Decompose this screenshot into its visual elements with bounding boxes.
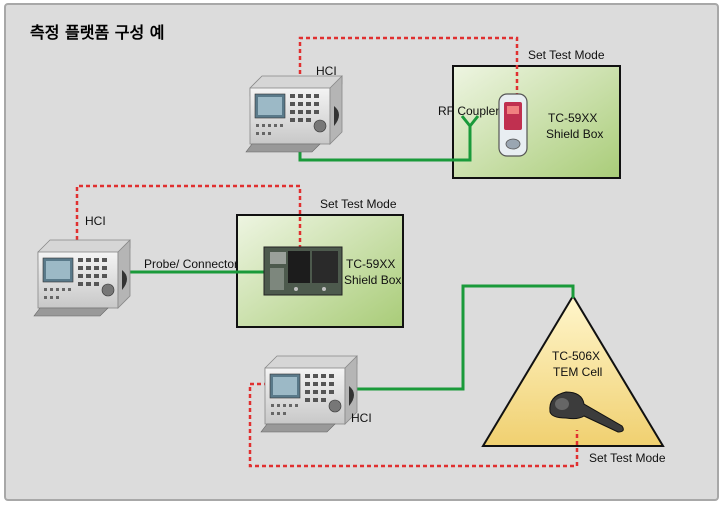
set-test-mode-label-1: Set Test Mode (528, 48, 605, 62)
set-test-mode-label-3: Set Test Mode (589, 451, 666, 465)
rf-coupler-antenna-icon (460, 115, 480, 134)
hci-label-2: HCI (85, 214, 106, 228)
shield-box-2-type: Shield Box (344, 273, 401, 287)
hci-label-1: HCI (316, 64, 337, 78)
test-instrument-icon (260, 355, 358, 433)
shield-box-1-model: TC-59XX (548, 111, 597, 125)
tem-cell (481, 294, 665, 447)
page-title: 측정 플랫폼 구성 예 (30, 23, 164, 42)
shield-box-2-model: TC-59XX (346, 257, 395, 271)
control-line-1 (298, 36, 519, 104)
shield-box-1-type: Shield Box (546, 127, 603, 141)
control-line-2 (75, 184, 302, 248)
shield-box-1 (452, 65, 621, 179)
test-instrument-icon (33, 239, 131, 317)
rf-coupler-label: RF Coupler (438, 104, 499, 118)
control-line-3 (248, 382, 579, 468)
test-instrument-icon (245, 75, 343, 153)
bluetooth-headset-icon (549, 391, 624, 433)
rf-line-3 (357, 284, 575, 391)
set-test-mode-label-2: Set Test Mode (320, 197, 397, 211)
probe-connector-label: Probe/ Connector (144, 257, 238, 271)
circuit-board-icon (263, 246, 343, 296)
tem-cell-model: TC-506X (552, 349, 600, 363)
mobile-phone-icon (498, 93, 528, 157)
tem-cell-type: TEM Cell (553, 365, 602, 379)
hci-label-3: HCI (351, 411, 372, 425)
